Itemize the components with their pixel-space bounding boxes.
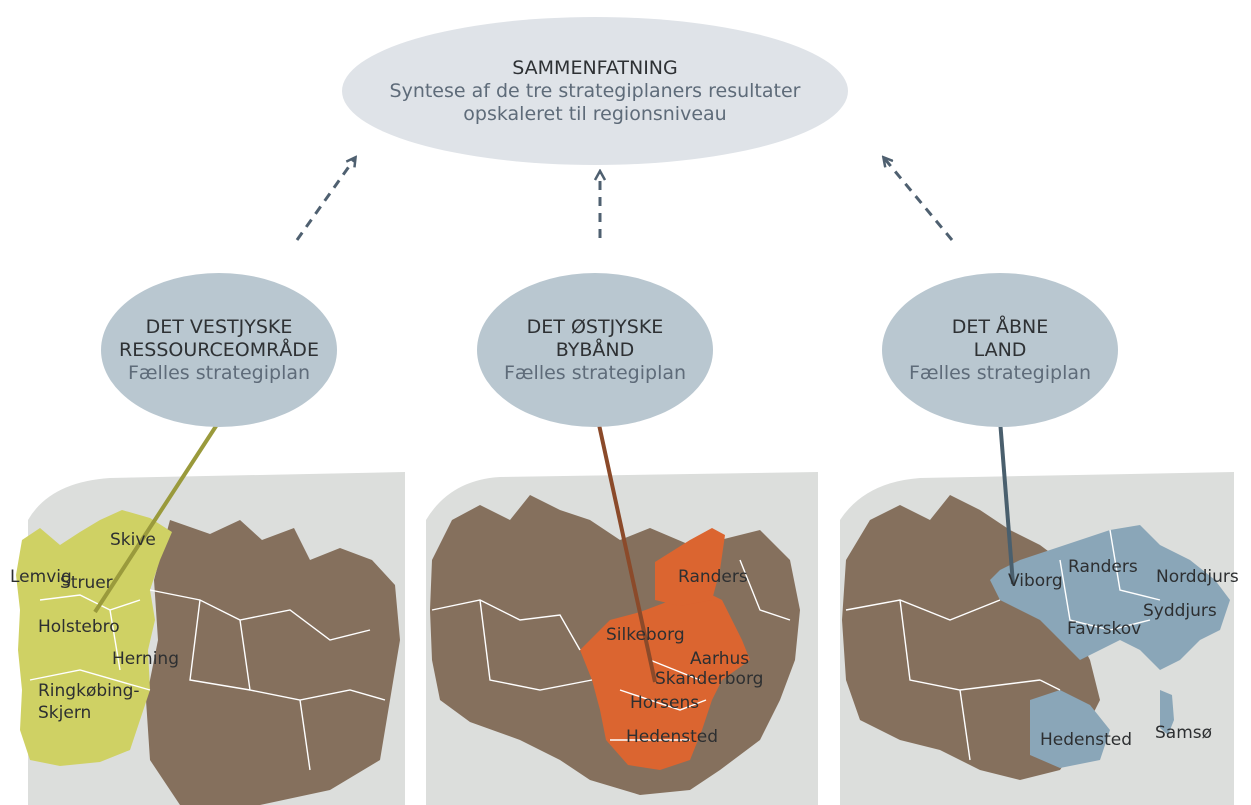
municipality-norddjurs: Norddjurs bbox=[1156, 567, 1239, 587]
plan-west-title-line2: RESSOURCEOMRÅDE bbox=[119, 338, 319, 361]
highlight-region-open bbox=[990, 525, 1230, 670]
highlight-region-west bbox=[16, 510, 172, 766]
municipality-syddjurs: Syddjurs bbox=[1143, 601, 1217, 621]
summary-title: SAMMENFATNING bbox=[512, 56, 678, 79]
municipality-aarhus: Aarhus bbox=[690, 649, 749, 669]
plan-west-subtitle: Fælles strategiplan bbox=[127, 361, 311, 384]
municipality-favrskov: Favrskov bbox=[1067, 619, 1141, 639]
summary-subtitle-line1: Syntese af de tre strategiplaners result… bbox=[389, 79, 801, 102]
highlight-hedensted-open bbox=[1030, 690, 1110, 768]
municipality-herning: Herning bbox=[112, 649, 179, 669]
plan-open-title-line2: LAND bbox=[973, 338, 1027, 361]
connector-west bbox=[93, 418, 222, 614]
municipality-samso: Samsø bbox=[1155, 723, 1212, 743]
highlight-samso bbox=[1160, 690, 1174, 735]
summary-subtitle-line2: opskaleret til regionsniveau bbox=[463, 102, 727, 125]
municipality-horsens: Horsens bbox=[630, 693, 699, 713]
highlight-randers bbox=[655, 528, 725, 606]
plan-open-title-line1: DET ÅBNE bbox=[951, 315, 1049, 338]
municipality-silkeborg: Silkeborg bbox=[606, 625, 685, 645]
municipality-ringkobing: Ringkøbing- bbox=[38, 681, 140, 701]
plan-east-title-line2: BYBÅND bbox=[555, 338, 635, 361]
highlight-region-east bbox=[580, 590, 750, 770]
plan-oval-east: DET ØSTJYSKE BYBÅND Fælles strategiplan bbox=[477, 273, 713, 427]
municipality-hedensted-east: Hedensted bbox=[626, 727, 718, 747]
arrow-west-to-summary bbox=[295, 158, 355, 241]
municipality-skive: Skive bbox=[110, 530, 156, 550]
map-open: Viborg Randers Norddjurs Syddjurs Favrsk… bbox=[840, 419, 1239, 805]
plan-open-subtitle: Fælles strategiplan bbox=[908, 361, 1092, 384]
municipality-viborg: Viborg bbox=[1008, 571, 1063, 591]
municipality-hedensted-open: Hedensted bbox=[1040, 730, 1132, 750]
municipality-holstebro: Holstebro bbox=[38, 617, 120, 637]
plan-oval-open: DET ÅBNE LAND Fælles strategiplan bbox=[882, 273, 1118, 427]
connector-open bbox=[998, 419, 1015, 585]
map-east: Randers Silkeborg Aarhus Skanderborg Hor… bbox=[426, 419, 818, 805]
land-mass-west bbox=[146, 520, 400, 805]
map-west: Skive Lemvig Struer Holstebro Herning Ri… bbox=[10, 418, 405, 805]
summary-oval: SAMMENFATNING Syntese af de tre strategi… bbox=[342, 17, 848, 165]
municipality-lemvig: Lemvig bbox=[10, 567, 72, 587]
plan-oval-west: DET VESTJYSKE RESSOURCEOMRÅDE Fælles str… bbox=[101, 273, 337, 427]
municipality-randers-east: Randers bbox=[678, 567, 748, 587]
plan-east-title-line1: DET ØSTJYSKE bbox=[526, 315, 664, 338]
connector-east bbox=[596, 419, 657, 683]
municipality-skjern: Skjern bbox=[38, 703, 91, 723]
plan-west-title-line1: DET VESTJYSKE bbox=[145, 315, 293, 338]
arrow-open-to-summary bbox=[884, 158, 954, 241]
municipality-skanderborg: Skanderborg bbox=[655, 669, 763, 689]
municipality-struer: Struer bbox=[60, 573, 113, 593]
plan-east-subtitle: Fælles strategiplan bbox=[503, 361, 687, 384]
municipality-randers-open: Randers bbox=[1068, 557, 1138, 577]
